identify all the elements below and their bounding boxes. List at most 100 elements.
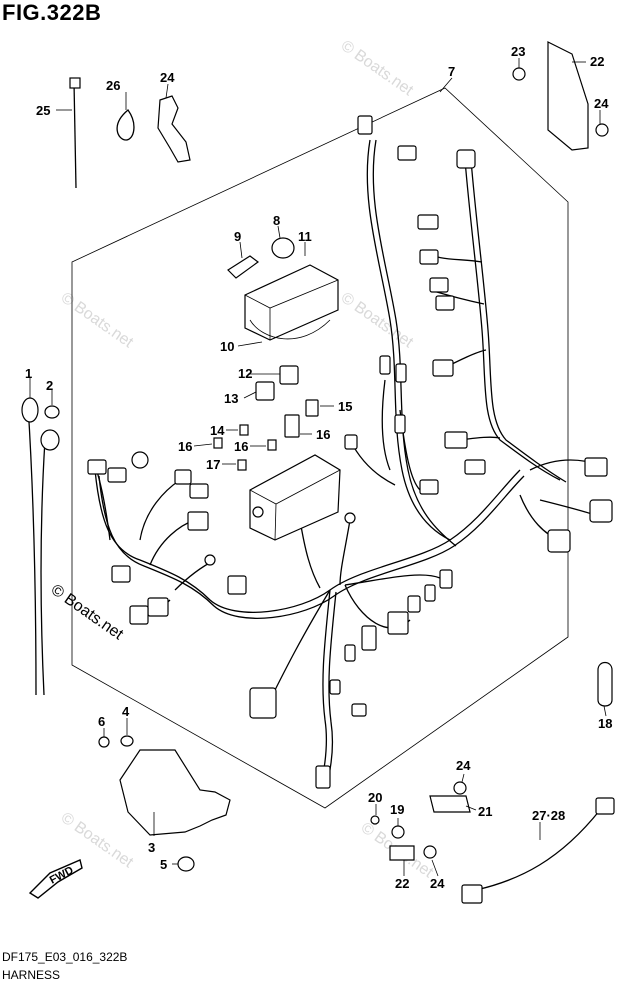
- callout-4: 4: [122, 704, 130, 719]
- fuse-relay-box: [213, 237, 341, 541]
- cable-tie-26: [69, 77, 81, 189]
- fuse-15: [267, 439, 277, 451]
- connector: [464, 459, 486, 475]
- connector: [397, 145, 417, 161]
- callout-12: 12: [238, 366, 252, 381]
- connector: [227, 575, 247, 595]
- connector: [189, 483, 209, 499]
- leader-lines: [29, 58, 607, 877]
- callout-21: 20: [368, 790, 382, 805]
- callout-24a: 23: [511, 44, 525, 59]
- bolt-6: [98, 736, 110, 748]
- callout-20: 19: [390, 802, 404, 817]
- box-lower: [249, 454, 341, 541]
- fuse-16: [305, 399, 319, 417]
- callout-23: 22: [590, 54, 604, 69]
- fuse-17: [284, 414, 300, 438]
- connector: [187, 511, 209, 531]
- clamp-22: [429, 795, 471, 813]
- fwd-label: FWD: [48, 864, 76, 886]
- connector: [387, 611, 409, 635]
- callout-6: 6: [98, 714, 105, 729]
- bracket-25: [157, 95, 191, 163]
- assembly-frame: [71, 87, 569, 809]
- connector: [357, 115, 373, 135]
- connector: [432, 359, 454, 377]
- callout-18: 17: [206, 457, 220, 472]
- callout-16b: 16: [178, 439, 192, 454]
- connector: [444, 431, 468, 449]
- connector: [439, 569, 453, 589]
- callout-25: 24: [160, 70, 175, 85]
- figure-name: HARNESS: [2, 968, 61, 982]
- watermark-dark: © Boats.net: [48, 581, 127, 643]
- figure-code: DF175_E03_016_322B: [2, 950, 128, 964]
- connector: [407, 595, 421, 613]
- part-20: [391, 825, 405, 839]
- watermark: © Boats.net: [338, 289, 417, 351]
- callout-29: 27·28: [532, 808, 565, 823]
- connector: [417, 214, 439, 230]
- connector: [456, 149, 476, 169]
- callout-9: 9: [234, 229, 241, 244]
- connector: [419, 479, 439, 495]
- connector: [329, 679, 341, 695]
- connector: [361, 625, 377, 651]
- connector: [394, 414, 406, 434]
- callout-5: 5: [160, 857, 167, 872]
- callout-16: 15: [338, 399, 352, 414]
- connector: [429, 277, 449, 293]
- connector: [129, 605, 149, 625]
- watermark: © Boats.net: [58, 809, 137, 871]
- clamp-22b: [389, 845, 415, 861]
- callout-10: 10: [220, 339, 234, 354]
- connector: [147, 597, 169, 617]
- main-harness: [94, 139, 601, 781]
- callout-27-28: 26: [106, 78, 120, 93]
- grommet-8: [271, 237, 295, 259]
- connector: [111, 565, 131, 583]
- connector: [589, 499, 613, 523]
- callout-24c: 24: [456, 758, 471, 773]
- washer-4: [120, 735, 134, 747]
- seal-10: [249, 319, 331, 340]
- callout-26: 25: [36, 103, 50, 118]
- part-21: [370, 815, 380, 825]
- callout-15: 16: [234, 439, 248, 454]
- grommet: [131, 451, 149, 469]
- connector: [435, 295, 455, 311]
- connector: [344, 644, 356, 662]
- relay-12: [279, 365, 299, 385]
- callout-14: 14: [210, 423, 225, 438]
- callout-11: 11: [298, 229, 312, 244]
- figure-title: FIG.322B: [2, 0, 102, 25]
- connector: [87, 459, 107, 475]
- clamp-group: [370, 795, 471, 861]
- ring-terminal: [344, 512, 356, 524]
- clip-9: [227, 255, 260, 279]
- connector: [174, 469, 192, 485]
- callout-17: 16: [316, 427, 330, 442]
- connector: [351, 703, 367, 717]
- connector: [344, 434, 358, 450]
- relay-13: [255, 381, 275, 401]
- connector: [395, 363, 407, 383]
- fuse-14: [239, 424, 249, 436]
- callouts: 1 2 3 4 5 6 7 8 9 10 11 12 13 14 16 15 1…: [25, 44, 612, 891]
- watermark: © Boats.net: [338, 37, 417, 99]
- callout-19: 18: [598, 716, 612, 731]
- ring-terminal: [204, 554, 216, 566]
- fuse-16b: [213, 437, 223, 449]
- callout-7: 7: [448, 64, 455, 79]
- clip-27-28: [116, 109, 135, 141]
- callout-13: 13: [224, 391, 238, 406]
- callout-24d: 24: [430, 876, 445, 891]
- harness-connectors: [87, 115, 613, 789]
- callout-24b: 24: [594, 96, 609, 111]
- cap-19: [597, 661, 613, 707]
- connector: [424, 584, 436, 602]
- callout-8: 8: [273, 213, 280, 228]
- callout-1: 1: [25, 366, 32, 381]
- callout-2: 2: [46, 378, 53, 393]
